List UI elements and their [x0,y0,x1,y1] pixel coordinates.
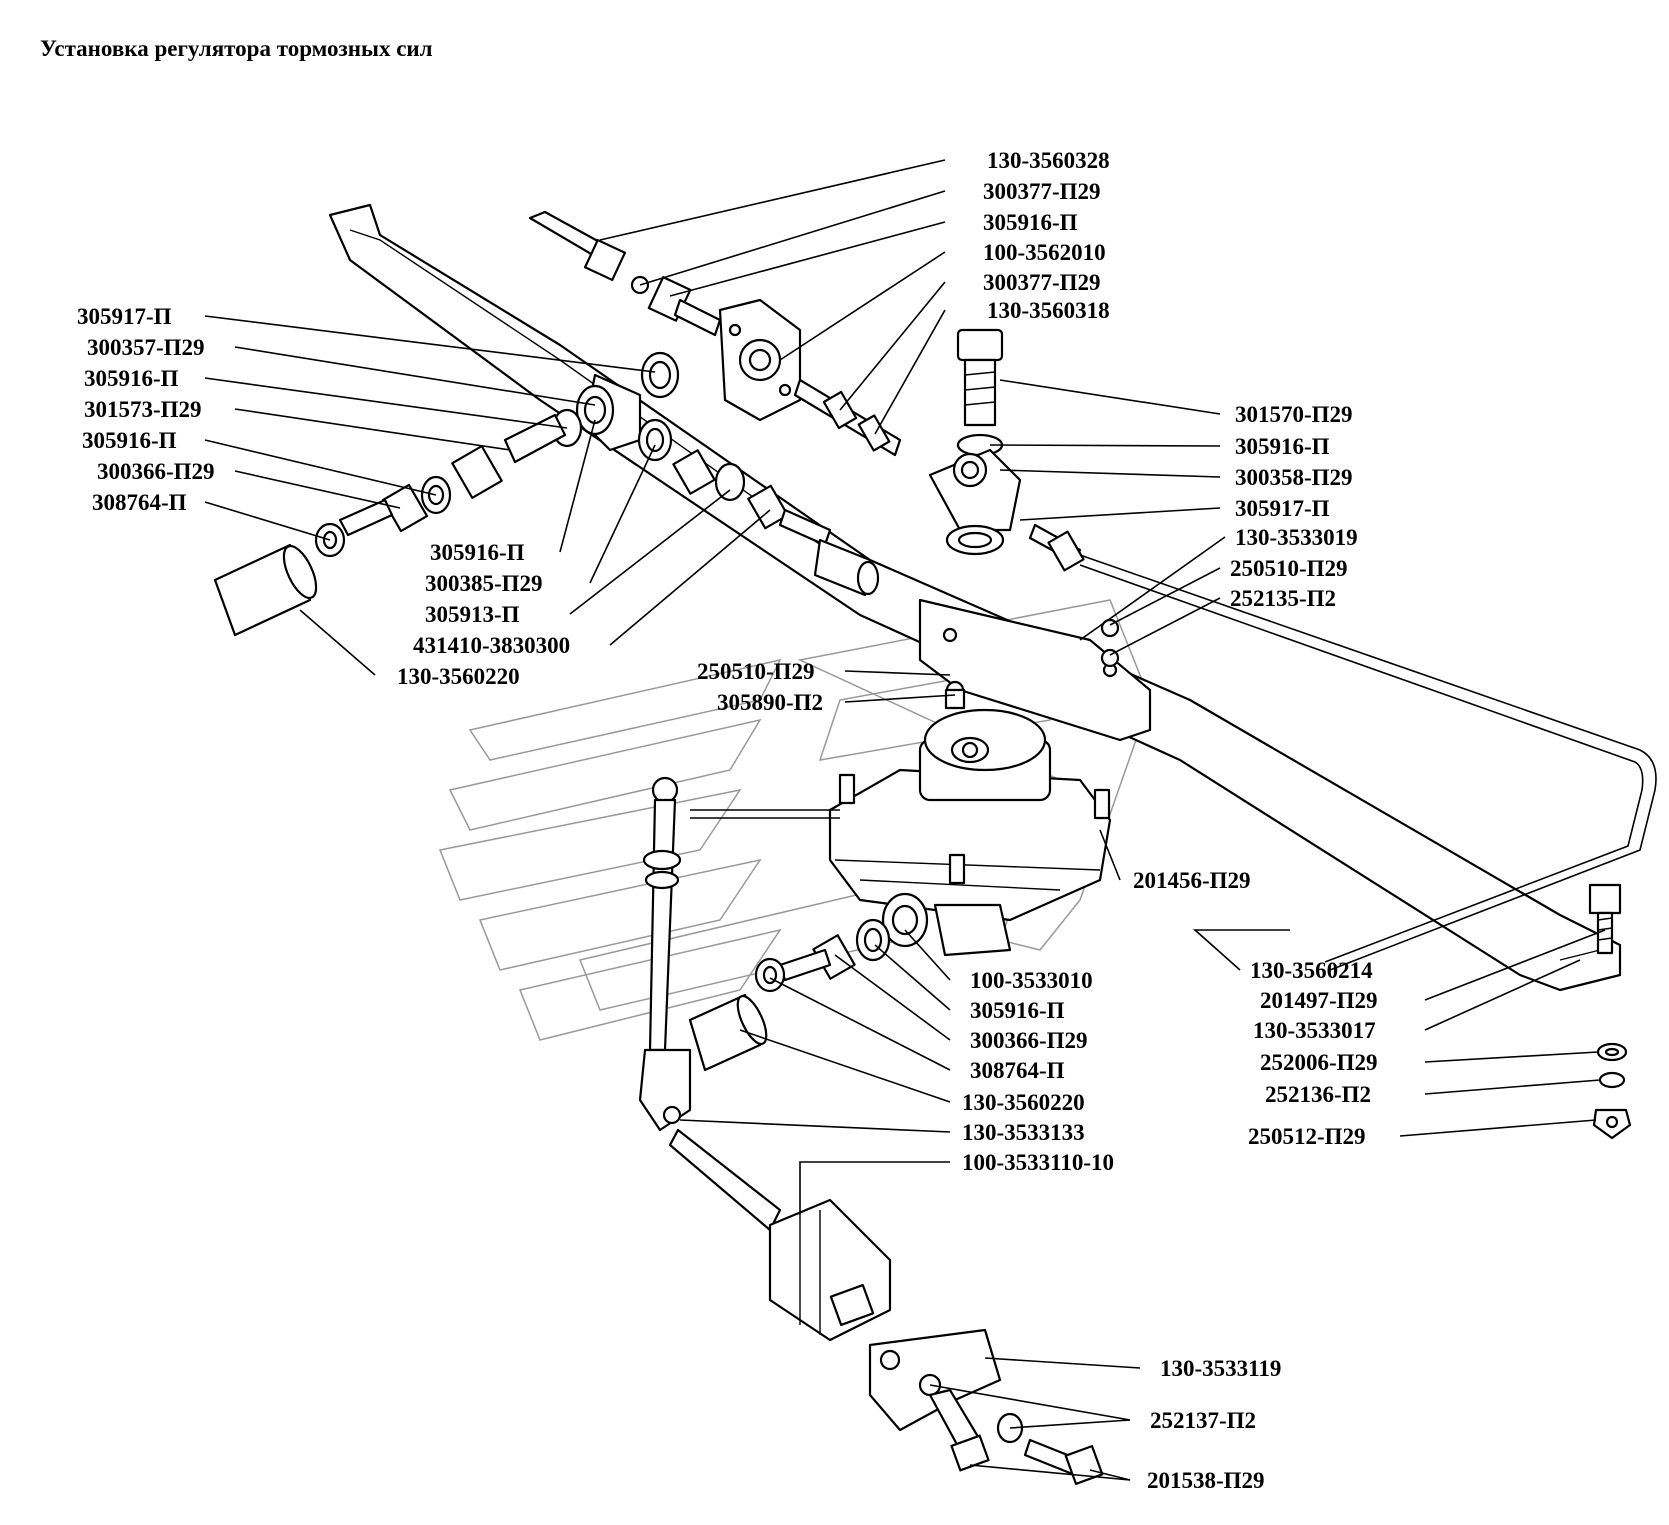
part-label: 130-3560328 [987,148,1110,173]
regulator-bracket [918,598,1152,742]
part-label: 305917-П [1235,496,1330,521]
part-labels: 130-3560328 300377-П29 305916-П 100-3562… [77,148,1378,1493]
regulator-linkage [638,776,892,1342]
part-label: 130-3533133 [962,1120,1085,1145]
brake-force-regulator [828,708,1112,957]
part-label: 305916-П [1235,434,1330,459]
lower-bracket [868,1328,1104,1485]
right-brake-pipe [1079,554,1657,971]
part-label: 300385-П29 [425,571,543,596]
part-label: 201456-П29 [1133,868,1251,893]
part-label: 305916-П [82,428,177,453]
part-label: 252006-П29 [1260,1050,1378,1075]
frame-bar [328,203,1622,992]
part-label: 100-3533010 [970,968,1093,993]
part-label: 305916-П [84,366,179,391]
part-label: 300366-П29 [97,459,215,484]
part-label: 305917-П [77,304,172,329]
part-label: 250510-П29 [1230,556,1348,581]
part-label: 305913-П [425,602,520,627]
part-label: 305916-П [983,210,1078,235]
right-tee [928,328,1085,572]
part-label: 130-3560214 [1250,958,1373,983]
tee-fitting [718,298,902,457]
leader-lines [204,159,1606,1481]
part-label: 308764-П [970,1058,1065,1083]
part-label: 130-3533017 [1253,1018,1376,1043]
part-label: 250510-П29 [697,659,815,684]
part-label: 201497-П29 [1260,988,1378,1013]
middle-fittings [637,418,880,597]
part-label: 130-3533119 [1160,1356,1281,1381]
part-label: 100-3533110-10 [962,1150,1114,1175]
part-label: 300358-П29 [1235,465,1353,490]
lower-fittings [688,918,891,1072]
part-label: 305916-П [430,540,525,565]
part-label: 301570-П29 [1235,402,1353,427]
part-label: 300377-П29 [983,179,1101,204]
part-label: 201538-П29 [1147,1468,1265,1493]
part-label: 100-3562010 [983,240,1106,265]
part-label: 305890-П2 [717,690,823,715]
part-label: 252136-П2 [1265,1082,1371,1107]
right-fasteners [1588,883,1632,1140]
diagram-title: Установка регулятора тормозных сил [40,36,433,61]
part-label: 130-3560318 [987,298,1110,323]
part-label: 301573-П29 [84,397,202,422]
upper-brake-pipe [528,210,722,337]
brake-hose-upper [213,543,318,637]
part-label: 252137-П2 [1150,1408,1256,1433]
part-label: 130-3560220 [962,1090,1085,1115]
part-label: 300377-П29 [983,270,1101,295]
part-label: 252135-П2 [1230,586,1336,611]
part-label: 431410-3830300 [413,633,570,658]
part-label: 300366-П29 [970,1028,1088,1053]
part-label: 130-3560220 [397,664,520,689]
part-label: 250512-П29 [1248,1124,1366,1149]
part-label: 308764-П [92,490,187,515]
part-label: 300357-П29 [87,335,205,360]
part-label: 130-3533019 [1235,525,1358,550]
part-label: 305916-П [970,998,1065,1023]
